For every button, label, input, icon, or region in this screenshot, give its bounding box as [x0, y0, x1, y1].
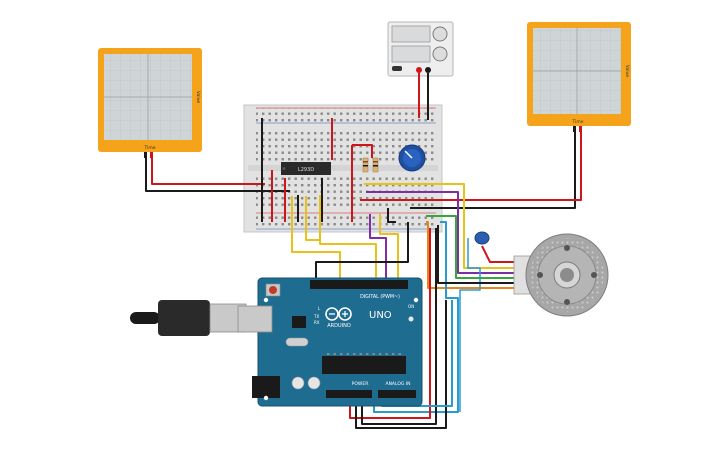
negative-terminal-icon: [425, 67, 431, 73]
potentiometer[interactable]: [398, 144, 426, 172]
dc-power-jack[interactable]: [252, 376, 280, 398]
current-knob-icon[interactable]: [432, 46, 448, 62]
tx-led-label: TX: [313, 314, 319, 319]
power-header: [326, 390, 372, 398]
analog-header: [378, 390, 416, 398]
rx-led-label: RX: [314, 320, 320, 325]
l293d-ic[interactable]: L293D: [281, 162, 331, 175]
analog-label: ANALOG IN: [385, 381, 410, 387]
on-led-label: ON: [408, 304, 414, 309]
oscilloscope-right[interactable]: Time Value: [527, 22, 631, 132]
power-label: POWER: [352, 381, 369, 387]
usb-port[interactable]: [237, 305, 273, 333]
current-display: [391, 45, 431, 63]
wires: [145, 73, 582, 429]
voltage-knob-icon[interactable]: [432, 26, 448, 42]
oscilloscope-left-y-label: Value: [195, 91, 201, 104]
oscilloscope-right-x-label: Time: [571, 119, 583, 125]
power-supply[interactable]: [387, 21, 454, 77]
oscilloscope-left[interactable]: Time Value: [98, 48, 202, 158]
usb-cable[interactable]: [130, 300, 247, 336]
capacitor[interactable]: [474, 231, 490, 245]
encoder-motor[interactable]: [513, 233, 609, 317]
arduino-model: UNO: [369, 310, 392, 321]
arduino-uno[interactable]: DIGITAL (PWM~) ARDUINO UNO L TX RX ON PO…: [237, 277, 423, 407]
arduino-brand: ARDUINO: [327, 323, 351, 329]
digital-header: [310, 280, 408, 289]
positive-terminal-icon: [416, 67, 422, 73]
power-switch[interactable]: [392, 66, 402, 71]
ic-label: L293D: [298, 167, 314, 173]
arduino-logo-icon: [325, 307, 352, 321]
l-led-label: L: [318, 306, 321, 311]
voltage-display: [391, 25, 431, 43]
resistor[interactable]: [362, 157, 379, 173]
oscilloscope-right-y-label: Value: [624, 65, 630, 78]
oscilloscope-left-x-label: Time: [143, 145, 155, 151]
digital-label: DIGITAL (PWM~): [360, 294, 400, 300]
microcontroller-chip: [322, 356, 406, 374]
